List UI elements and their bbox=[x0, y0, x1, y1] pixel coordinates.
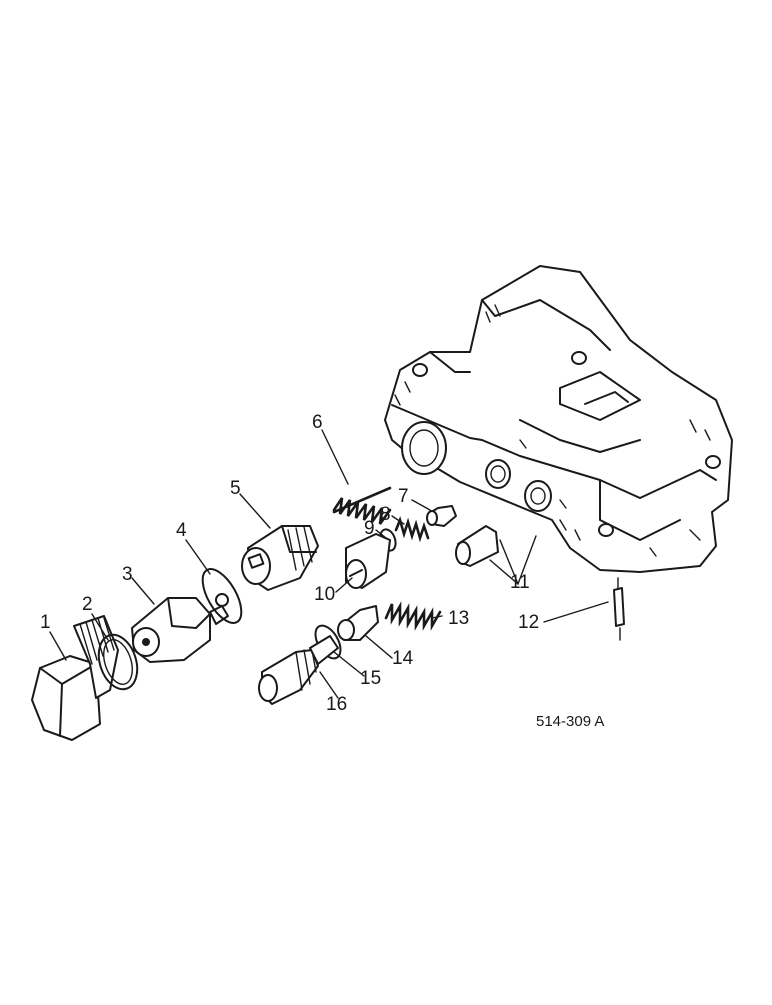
callout-2: 2 bbox=[82, 594, 93, 615]
callout-7: 7 bbox=[398, 486, 409, 507]
part-11-sleeve bbox=[455, 525, 499, 567]
valve-body bbox=[384, 265, 733, 573]
callout-10: 10 bbox=[314, 584, 335, 605]
figure-reference: 514-309 A bbox=[536, 713, 604, 730]
part-10-check-seat bbox=[345, 533, 391, 589]
callout-8: 8 bbox=[380, 504, 391, 525]
part-5-valve-seat bbox=[241, 525, 319, 591]
part-7-plunger bbox=[426, 505, 457, 527]
callout-3: 3 bbox=[122, 564, 133, 585]
part-6-spring bbox=[332, 486, 392, 525]
callout-4: 4 bbox=[176, 520, 187, 541]
part-13-spring bbox=[384, 601, 442, 631]
part-16-fitting bbox=[258, 635, 339, 705]
callout-6: 6 bbox=[312, 412, 323, 433]
callout-1: 1 bbox=[40, 612, 51, 633]
part-14-cone bbox=[337, 605, 379, 641]
callout-15: 15 bbox=[360, 668, 381, 689]
callout-5: 5 bbox=[230, 478, 241, 499]
callout-labels: 1 2 3 4 5 6 7 8 9 10 11 12 13 14 15 16 bbox=[40, 412, 539, 715]
part-12-roll-pin bbox=[613, 577, 625, 641]
leader-lines bbox=[49, 429, 609, 699]
callout-13: 13 bbox=[448, 608, 469, 629]
callout-12: 12 bbox=[518, 612, 539, 633]
callout-14: 14 bbox=[392, 648, 414, 669]
callout-9: 9 bbox=[364, 518, 375, 539]
callout-11: 11 bbox=[510, 572, 530, 593]
callout-16: 16 bbox=[326, 694, 347, 715]
part-8-spring bbox=[394, 515, 430, 543]
part-3-valve-cap bbox=[131, 593, 229, 663]
part-2-o-ring bbox=[97, 633, 139, 691]
